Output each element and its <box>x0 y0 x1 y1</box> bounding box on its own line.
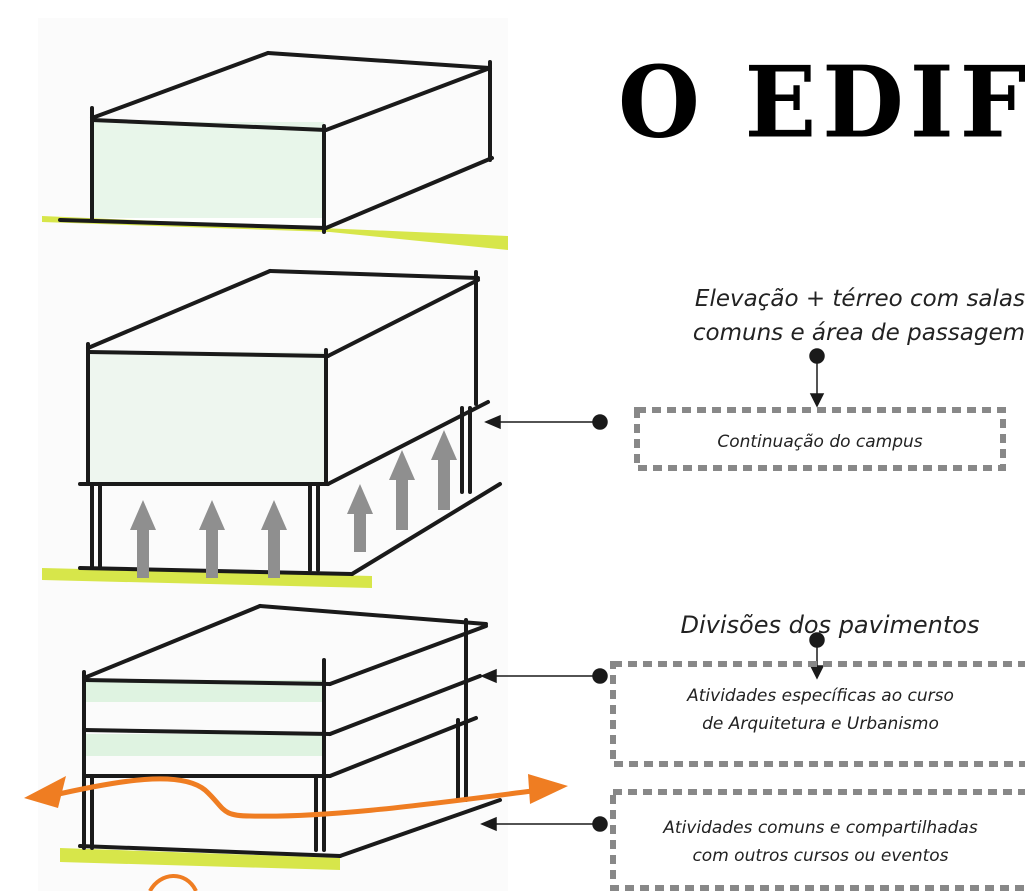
box-line: Atividades específicas ao curso <box>687 686 954 706</box>
dashed-boxes <box>610 407 1025 891</box>
up-arrow <box>130 500 156 578</box>
box-campus <box>634 407 1006 471</box>
caption-line: comuns e área de passagem <box>692 320 1025 346</box>
page-title: O EDIFÍC <box>618 45 1025 161</box>
sketch-block-1 <box>42 51 508 250</box>
specific-box-text: Atividades específicas ao curso de Arqui… <box>616 682 1025 738</box>
leader-campus <box>484 414 608 430</box>
elevation-caption: Elevação + térreo com salas comuns e áre… <box>640 282 1025 350</box>
flow-arrow-right-head <box>528 774 568 804</box>
campus-box-text: Continuação do campus <box>640 428 1000 456</box>
box-line: com outros cursos ou eventos <box>692 846 949 866</box>
box-line: Atividades comuns e compartilhadas <box>663 818 978 838</box>
up-arrow <box>261 500 287 578</box>
box-line: Continuação do campus <box>717 432 923 452</box>
box-specific <box>610 661 1025 767</box>
flow-arc <box>148 874 198 891</box>
sketch-block-3 <box>60 604 502 870</box>
box-line: de Arquitetura e Urbanismo <box>702 714 939 734</box>
flow-arrow-left-head <box>24 776 66 808</box>
leader-shared <box>480 816 608 832</box>
shared-box-text: Atividades comuns e compartilhadas com o… <box>616 814 1025 870</box>
leader-lines <box>480 348 825 832</box>
leader-elevation <box>809 348 825 408</box>
flow-arrow <box>24 774 568 891</box>
circulation-arrows <box>130 430 457 578</box>
leader-specific <box>480 668 608 684</box>
up-arrow <box>347 484 373 552</box>
caption-line: Elevação + térreo com salas <box>694 286 1025 312</box>
box-shared <box>610 789 1025 891</box>
up-arrow <box>431 430 457 510</box>
up-arrow <box>199 500 225 578</box>
floors-caption: Divisões dos pavimentos <box>680 611 980 639</box>
up-arrow <box>389 450 415 530</box>
